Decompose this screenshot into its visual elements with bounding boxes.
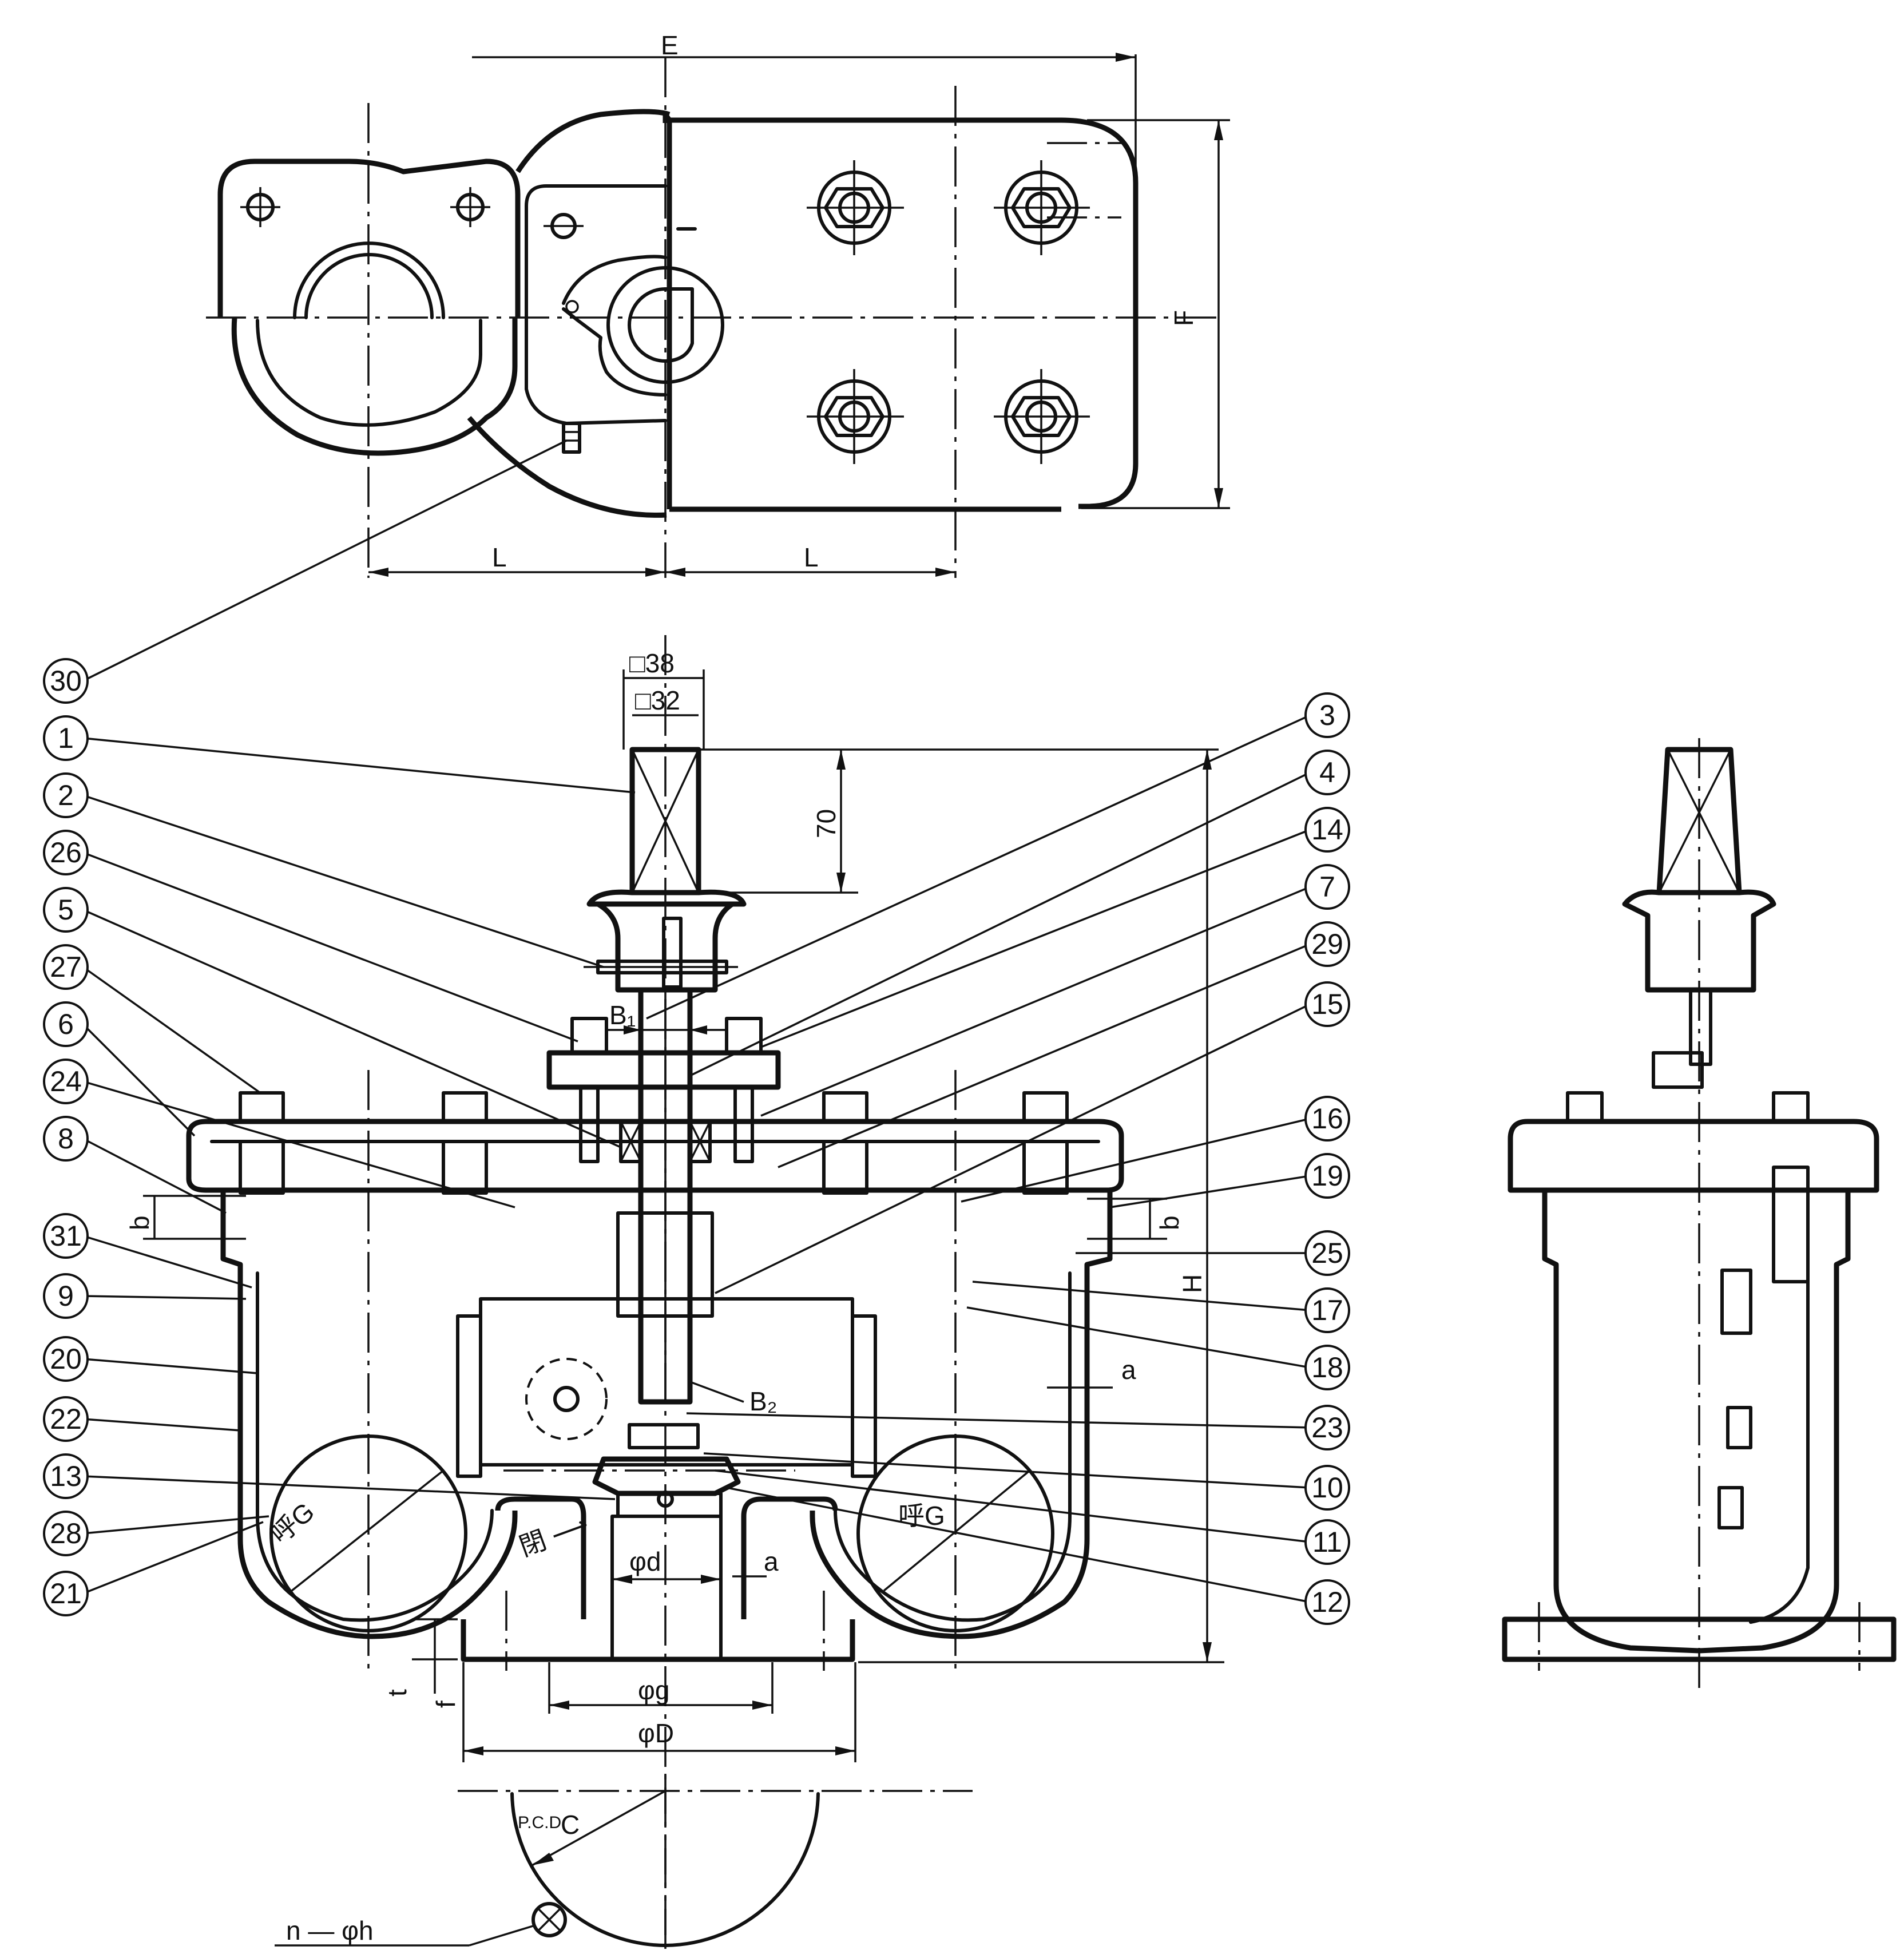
part-label-30: 30 <box>50 665 82 697</box>
dim-f: f <box>431 1701 461 1708</box>
part-label-2: 2 <box>58 779 74 811</box>
part-balloons: 30 1 2 26 5 27 6 24 8 31 9 20 22 13 28 2… <box>43 439 1350 1625</box>
part-label-10: 10 <box>1311 1472 1343 1504</box>
part-label-25: 25 <box>1311 1237 1343 1269</box>
part-label-28: 28 <box>50 1517 82 1549</box>
side-view <box>1502 738 1897 1694</box>
part-label-8: 8 <box>58 1123 74 1155</box>
dim-n-phi-h: n — φh <box>286 1916 374 1945</box>
part-label-18: 18 <box>1311 1351 1343 1384</box>
dim-phi-D: φD <box>638 1718 674 1748</box>
dim-b-left: b <box>125 1215 154 1230</box>
part-label-14: 14 <box>1311 814 1343 846</box>
part-label-19: 19 <box>1311 1160 1343 1192</box>
dim-B1: B₁ <box>609 1000 636 1030</box>
part-label-21: 21 <box>50 1578 82 1610</box>
part-label-16: 16 <box>1311 1103 1343 1135</box>
part-label-31: 31 <box>50 1220 82 1252</box>
dim-b-right: b <box>1155 1215 1184 1230</box>
dim-E: E <box>661 30 679 60</box>
part-label-4: 4 <box>1319 756 1335 788</box>
part-label-27: 27 <box>50 951 82 983</box>
dim-a-lower: a <box>764 1547 779 1576</box>
dim-phi-g: φg <box>638 1675 669 1705</box>
part-label-26: 26 <box>50 837 82 869</box>
pcd-detail: P.C.D C n — φh <box>275 1774 973 1950</box>
part-label-13: 13 <box>50 1460 82 1492</box>
part-label-1: 1 <box>58 722 74 754</box>
dim-t: t <box>382 1689 412 1697</box>
part-label-15: 15 <box>1311 988 1343 1020</box>
part-label-11: 11 <box>1312 1526 1342 1558</box>
dim-H: H <box>1177 1274 1207 1293</box>
dim-L-right: L <box>804 542 819 572</box>
part-label-20: 20 <box>50 1343 82 1375</box>
dim-sq32: □32 <box>635 685 680 715</box>
part-label-9: 9 <box>58 1280 74 1312</box>
part-label-5: 5 <box>58 894 74 926</box>
part-label-22: 22 <box>50 1403 82 1435</box>
dim-phi-d: φd <box>629 1547 661 1576</box>
dir-mark: 閉 ⟶ <box>515 1509 593 1562</box>
dim-pcd: P.C.D <box>518 1813 561 1832</box>
dim-C: C <box>561 1810 580 1840</box>
plan-view: E F L L <box>206 30 1230 578</box>
part-label-7: 7 <box>1319 871 1335 903</box>
part-label-17: 17 <box>1311 1294 1343 1326</box>
dim-B2: B₂ <box>749 1386 778 1416</box>
dim-F: F <box>1169 310 1199 326</box>
part-label-23: 23 <box>1311 1412 1343 1444</box>
part-label-12: 12 <box>1311 1586 1343 1618</box>
part-label-6: 6 <box>58 1008 74 1040</box>
part-label-24: 24 <box>50 1065 82 1097</box>
front-section-view: □38 □32 70 B₁ <box>125 635 1224 1950</box>
part-label-29: 29 <box>1311 928 1343 960</box>
part-label-3: 3 <box>1319 699 1335 731</box>
dim-70: 70 <box>811 809 841 838</box>
dim-L-left: L <box>492 542 507 572</box>
dim-sq38: □38 <box>629 648 675 678</box>
dim-a-upper: a <box>1121 1355 1136 1385</box>
